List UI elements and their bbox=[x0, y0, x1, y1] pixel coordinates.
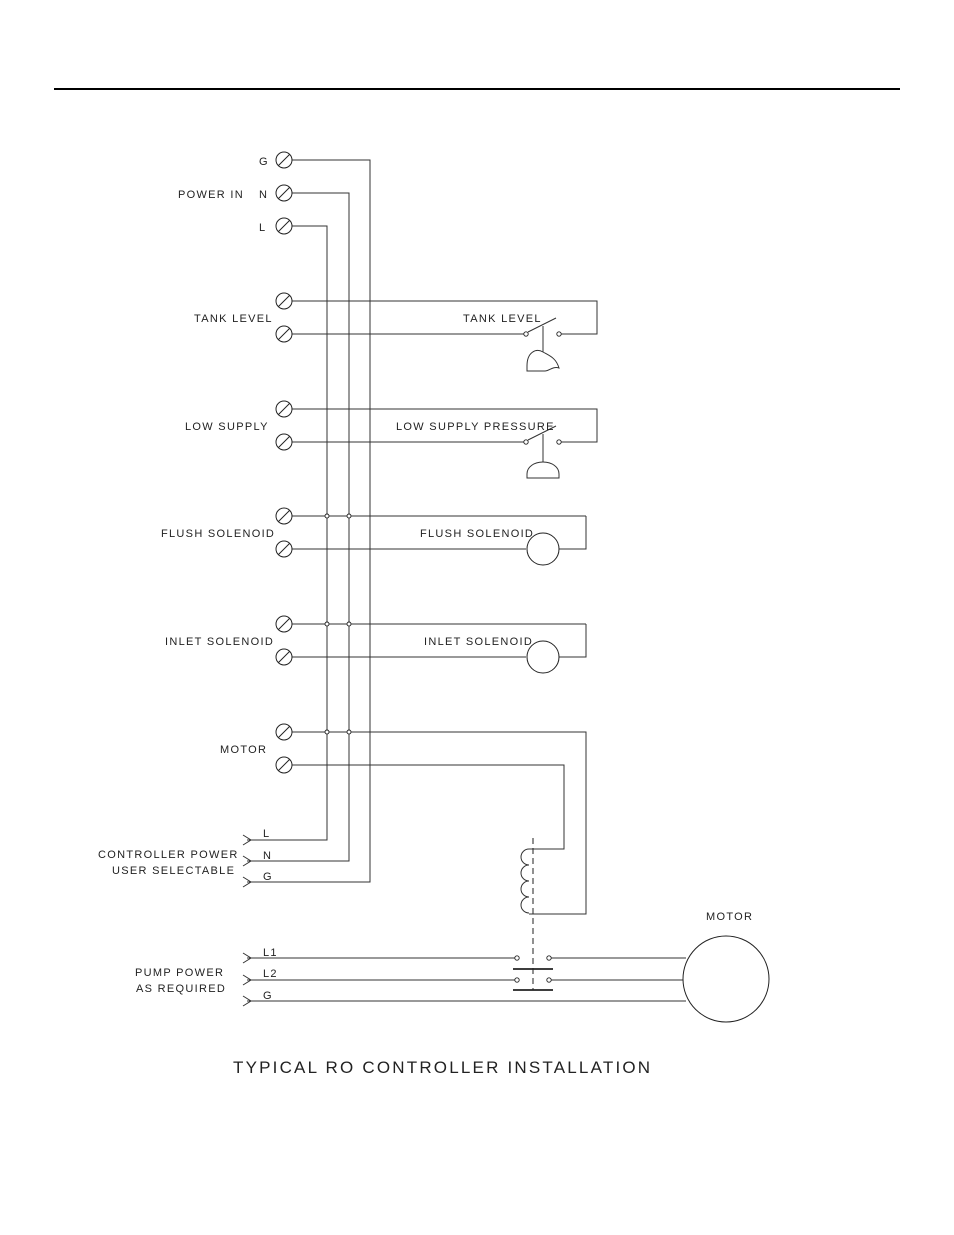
terminal-n-label: N bbox=[259, 189, 268, 201]
user-selectable-label: USER SELECTABLE bbox=[112, 865, 235, 877]
tank-level-switch bbox=[523, 317, 562, 372]
wire-line-bus bbox=[247, 225, 328, 841]
wire-ground-bus bbox=[247, 159, 371, 883]
flush-solenoid-terminal-label: FLUSH SOLENOID bbox=[161, 528, 275, 540]
low-supply-terminal-label: LOW SUPPLY bbox=[185, 421, 269, 433]
diagram-title: TYPICAL RO CONTROLLER INSTALLATION bbox=[233, 1058, 652, 1077]
pump-l2-label: L2 bbox=[263, 968, 278, 980]
float-icon bbox=[526, 350, 560, 372]
wire-inlet-return bbox=[559, 624, 587, 658]
low-supply-pressure-switch bbox=[523, 425, 562, 479]
wire-flush-return bbox=[559, 516, 587, 550]
wire-neutral-bus bbox=[247, 192, 350, 862]
inlet-solenoid-device-label: INLET SOLENOID bbox=[424, 636, 533, 648]
header-rule bbox=[54, 88, 900, 90]
pressure-diaphragm-icon bbox=[526, 461, 560, 479]
wire-motor-top bbox=[292, 731, 587, 915]
low-supply-pressure-device-label: LOW SUPPLY PRESSURE bbox=[396, 421, 555, 433]
flush-solenoid-device-label: FLUSH SOLENOID bbox=[420, 528, 534, 540]
power-in-label: POWER IN bbox=[178, 189, 244, 201]
junction-dots bbox=[324, 513, 352, 735]
wire-tank-level-top bbox=[292, 300, 598, 335]
inlet-solenoid-coil-icon bbox=[526, 640, 560, 674]
wire-low-supply-top bbox=[292, 408, 598, 443]
labels: G POWER IN N L TANK LEVEL LOW SUPPLY FLU… bbox=[98, 156, 753, 1077]
wire-motor-bottom bbox=[292, 764, 565, 850]
relay-coil-icon bbox=[520, 848, 530, 914]
controller-g-label: G bbox=[263, 871, 273, 883]
controller-power-label: CONTROLLER POWER bbox=[98, 849, 239, 861]
pump-power-label: PUMP POWER bbox=[135, 967, 224, 979]
terminal-screws bbox=[275, 151, 293, 774]
tank-level-device-label: TANK LEVEL bbox=[463, 313, 542, 325]
motor-relay bbox=[513, 838, 553, 991]
pump-g-label: G bbox=[263, 990, 273, 1002]
pump-l1-label: L1 bbox=[263, 947, 278, 959]
inlet-solenoid-terminal-label: INLET SOLENOID bbox=[165, 636, 274, 648]
pump-motor-icon bbox=[682, 935, 770, 1023]
field-terminal-chevrons bbox=[242, 834, 252, 1007]
wires bbox=[247, 159, 686, 1002]
controller-n-label: N bbox=[263, 850, 272, 862]
terminal-g-label: G bbox=[259, 156, 269, 168]
terminal-l-label: L bbox=[259, 222, 266, 234]
flush-solenoid-coil-icon bbox=[526, 532, 560, 566]
as-required-label: AS REQUIRED bbox=[136, 983, 226, 995]
tank-level-terminal-label: TANK LEVEL bbox=[194, 313, 273, 325]
motor-terminal-label: MOTOR bbox=[220, 744, 267, 756]
pump-motor-label: MOTOR bbox=[706, 911, 753, 923]
controller-l-label: L bbox=[263, 828, 270, 840]
